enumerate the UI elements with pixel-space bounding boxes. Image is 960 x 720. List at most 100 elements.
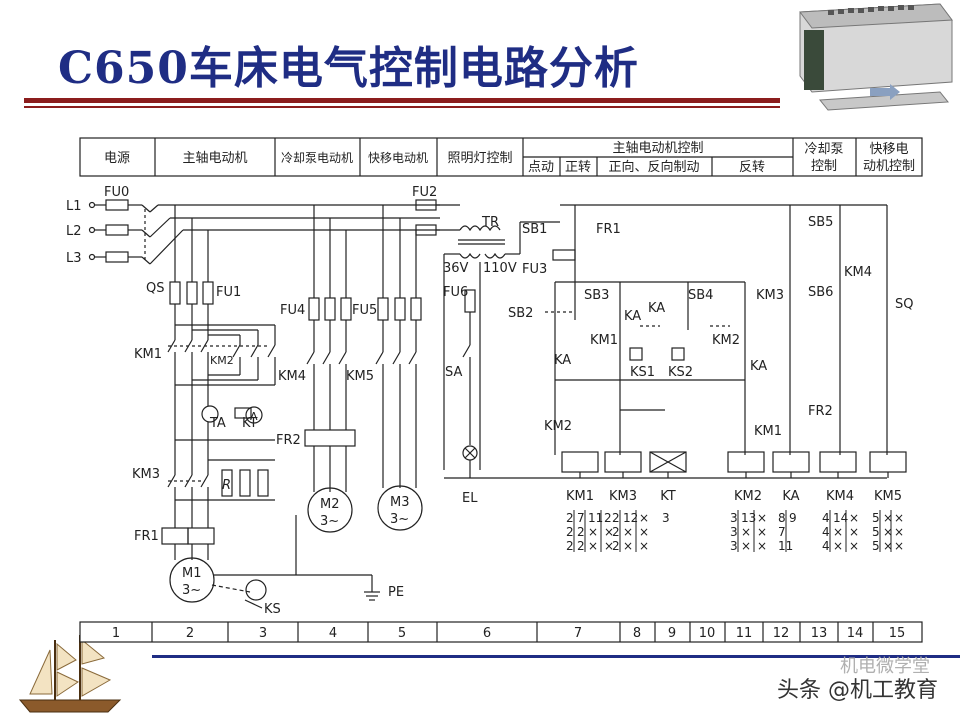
coolant-rapid-motors <box>214 205 423 601</box>
header-coolant-control-2: 控制 <box>811 159 837 174</box>
contact-ref-value: 8 <box>778 511 786 525</box>
contact-ref-value: 2 <box>577 525 585 539</box>
contact-ref-value: × <box>639 539 649 553</box>
contact-ref-value: × <box>849 539 859 553</box>
header-coolant-control-1: 冷却泵 <box>804 142 843 157</box>
spindle-motor-circuit <box>161 205 276 609</box>
contact-ref-value: × <box>741 539 751 553</box>
coil-label-km2: KM2 <box>734 489 762 504</box>
contact-ref-value: 7 <box>577 511 585 525</box>
header-cell-spindle-motor: 主轴电动机 <box>182 151 247 166</box>
label-l2: L2 <box>66 224 82 239</box>
label-sb6: SB6 <box>808 285 833 300</box>
contact-ref-value: × <box>741 525 751 539</box>
label-qs: QS <box>146 281 164 296</box>
contact-ref-value: 4 <box>822 525 830 539</box>
title-rule <box>24 98 784 103</box>
contact-ref-value: × <box>883 511 893 525</box>
label-m2: M2 <box>320 497 340 512</box>
label-fu4: FU4 <box>280 303 305 318</box>
label-pe: PE <box>388 585 404 600</box>
contact-ref-value: × <box>883 525 893 539</box>
label-km1-contact-2: KM1 <box>754 424 782 439</box>
label-m2-phase: 3~ <box>320 514 339 529</box>
title-rule-thin <box>24 106 784 108</box>
contact-ref-value: × <box>894 539 904 553</box>
label-fu3: FU3 <box>522 262 547 277</box>
column-number: 9 <box>668 626 676 641</box>
header-forward: 正转 <box>565 160 591 175</box>
column-number: 2 <box>186 626 194 641</box>
column-number: 13 <box>811 626 828 641</box>
contact-ref-value: 2 <box>577 539 585 553</box>
column-number: 12 <box>773 626 790 641</box>
label-km1: KM1 <box>134 347 162 362</box>
column-number: 6 <box>483 626 491 641</box>
label-m3: M3 <box>390 495 410 510</box>
label-sa: SA <box>445 365 462 380</box>
header-jog: 点动 <box>528 160 554 175</box>
label-fu1: FU1 <box>216 285 241 300</box>
contact-ref-value: × <box>588 525 598 539</box>
label-m1: M1 <box>182 566 202 581</box>
coil-label-kt: KT <box>660 489 676 504</box>
label-l3: L3 <box>66 251 82 266</box>
contact-ref-value: × <box>757 511 767 525</box>
label-km4-contact: KM4 <box>844 265 872 280</box>
contact-ref-value: 2 <box>566 539 574 553</box>
contact-ref-value: 2 <box>604 511 612 525</box>
label-fu0: FU0 <box>104 185 129 200</box>
control-circuit <box>545 204 907 479</box>
label-sb3: SB3 <box>584 288 609 303</box>
contact-ref-value: × <box>894 511 904 525</box>
page-title: C650车床电气控制电路分析 <box>58 43 639 94</box>
contact-ref-value: × <box>604 525 614 539</box>
contact-ref-value: × <box>894 525 904 539</box>
label-36v: 36V <box>443 261 469 276</box>
label-sb5: SB5 <box>808 215 833 230</box>
coil-label-km3: KM3 <box>609 489 637 504</box>
contact-ref-value: 3 <box>662 511 670 525</box>
label-tr: TR <box>481 215 499 230</box>
contact-ref-value: × <box>757 539 767 553</box>
column-number: 11 <box>736 626 753 641</box>
column-number-table <box>79 621 923 643</box>
header-cell-power: 电源 <box>104 151 130 166</box>
contact-ref-value: 5 <box>872 525 880 539</box>
contact-ref-value: × <box>604 539 614 553</box>
label-ks1: KS1 <box>630 365 655 380</box>
plc-module-image <box>780 0 960 118</box>
contact-ref-value: 2 <box>612 539 620 553</box>
label-km3: KM3 <box>132 467 160 482</box>
contact-ref-value: 5 <box>872 511 880 525</box>
label-m3-phase: 3~ <box>390 512 409 527</box>
label-fu2: FU2 <box>412 185 437 200</box>
contact-ref-value: 12 <box>623 511 638 525</box>
label-ka-1: KA <box>624 309 641 324</box>
label-r: R <box>222 478 231 493</box>
contact-ref-value: 3 <box>730 539 738 553</box>
sailboat-logo <box>18 635 122 713</box>
contact-ref-value: 11 <box>588 511 603 525</box>
header-cell-lighting: 照明灯控制 <box>447 151 512 166</box>
label-sb2: SB2 <box>508 306 533 321</box>
label-m1-phase: 3~ <box>182 583 201 598</box>
label-fr2-contact: FR2 <box>808 404 833 419</box>
contact-ref-value: × <box>639 511 649 525</box>
column-number: 7 <box>574 626 582 641</box>
label-fr1: FR1 <box>134 529 159 544</box>
contact-ref-value: 2 <box>612 525 620 539</box>
column-number: 1 <box>112 626 120 641</box>
label-km3-contact: KM3 <box>756 288 784 303</box>
column-number: 8 <box>633 626 641 641</box>
contact-ref-value: × <box>588 539 598 553</box>
power-input-lines <box>88 199 440 265</box>
label-ka-2: KA <box>648 301 665 316</box>
contact-ref-value: 3 <box>730 525 738 539</box>
label-sb1: SB1 <box>522 222 547 237</box>
contact-ref-value: × <box>757 525 767 539</box>
contact-ref-value: × <box>639 525 649 539</box>
contact-ref-value: 2 <box>566 511 574 525</box>
contact-ref-value: 2 <box>566 525 574 539</box>
label-fu5: FU5 <box>352 303 377 318</box>
